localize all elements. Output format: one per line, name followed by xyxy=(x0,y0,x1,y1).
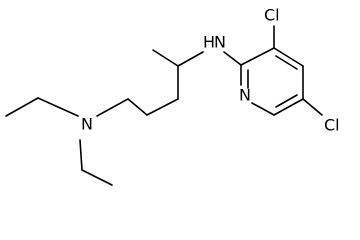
bond-ring-c6-n xyxy=(251,102,275,116)
bond-ethyl1-ch2 xyxy=(37,97,79,117)
bond-c4-nh xyxy=(177,51,204,67)
bond-n-c1 xyxy=(96,98,129,117)
bond-ring-c3-c4-double xyxy=(275,55,298,70)
atom-label-nh-nitrogen: N xyxy=(214,33,226,52)
structure-diagram: N H N N Cl Cl xyxy=(5,6,340,186)
bond-ring-c5-c6-double xyxy=(275,94,298,108)
atom-label-chlorine-top: Cl xyxy=(264,6,280,25)
atom-label-nh-hydrogen: H xyxy=(203,33,215,52)
bond-ethyl1-ch3 xyxy=(5,97,39,117)
atom-label-ring-nitrogen: N xyxy=(239,86,251,105)
bond-ring-c3-c4 xyxy=(273,47,304,67)
bond-c1-c2 xyxy=(127,98,148,116)
bond-ring-c2-c3 xyxy=(240,47,275,66)
bond-c4-methyl xyxy=(152,49,179,67)
bond-cl-right xyxy=(302,98,323,116)
bond-c2-c3 xyxy=(146,98,179,116)
bond-ethyl2-ch3 xyxy=(81,169,113,186)
bond-ethyl2-ch2 xyxy=(79,139,83,171)
bond-ring-c5-c6 xyxy=(273,98,304,116)
atom-label-amine-nitrogen: N xyxy=(81,115,93,134)
atom-label-chlorine-right: Cl xyxy=(324,116,340,135)
bond-nh-ring xyxy=(223,51,242,66)
